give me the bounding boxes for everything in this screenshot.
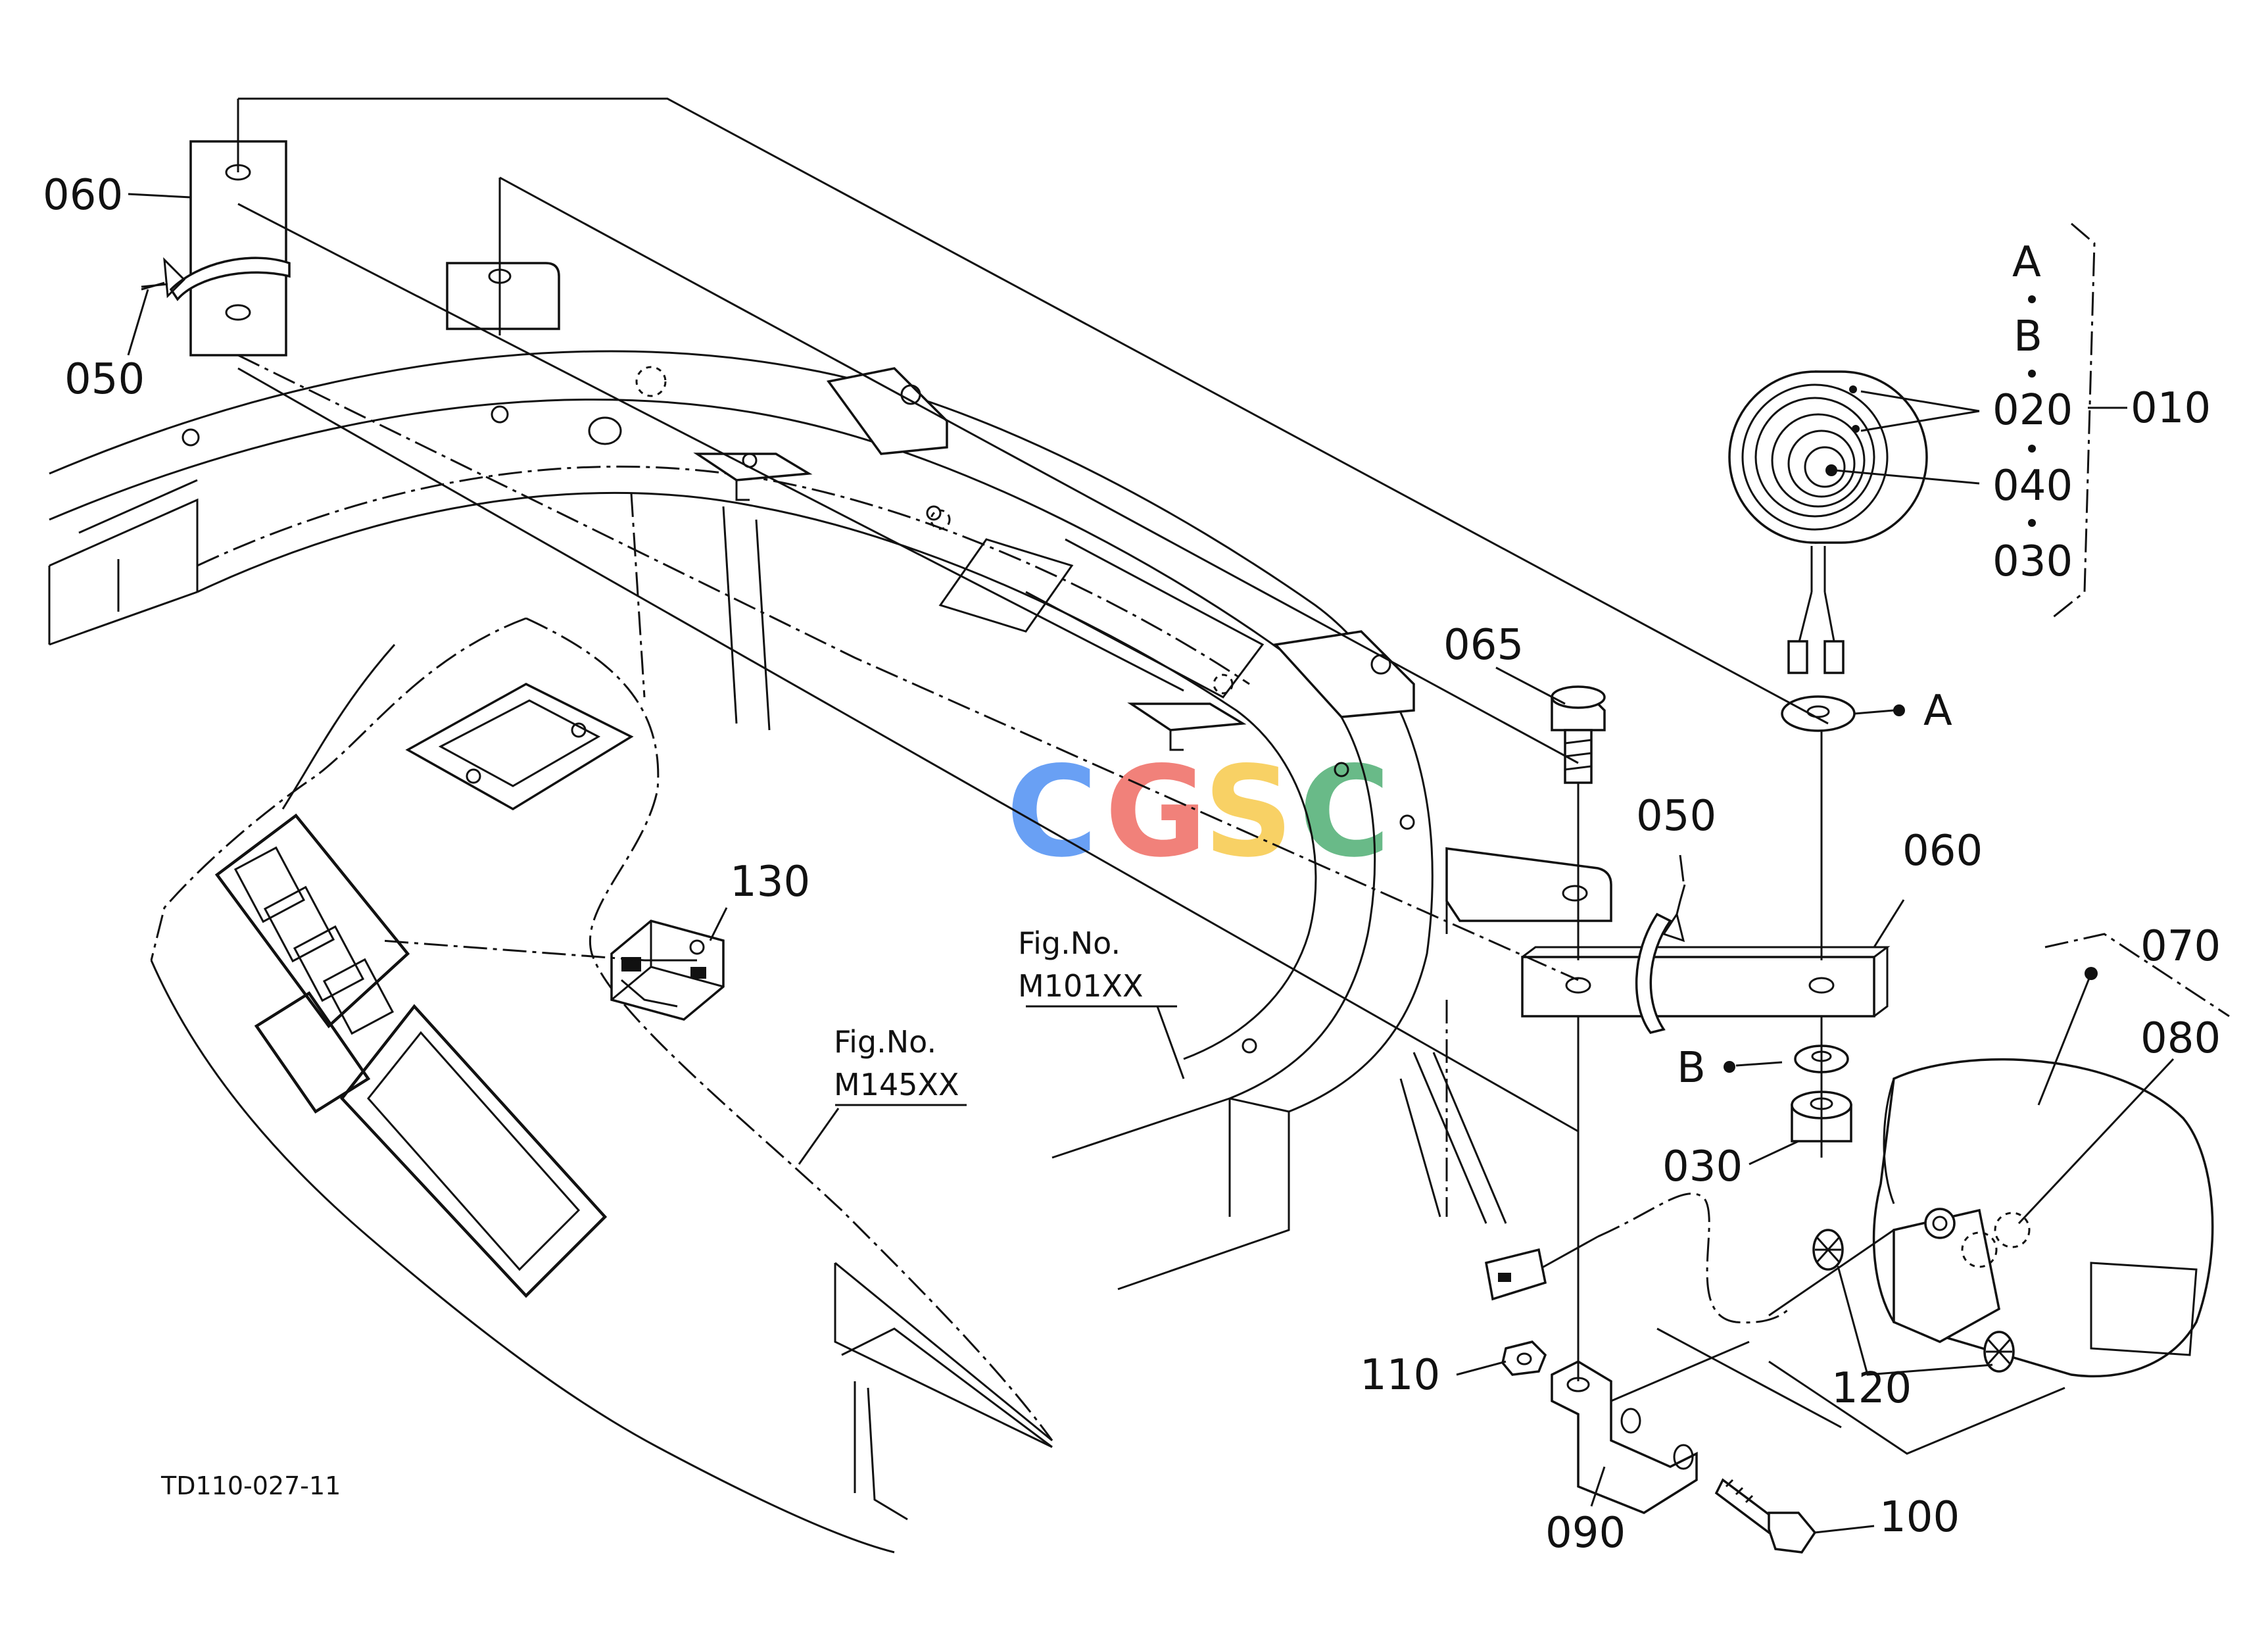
work-lamp-010 [1728, 370, 1928, 674]
label-010: 010 [2131, 384, 2211, 433]
nut-110 [1501, 1340, 1547, 1376]
bolt-065 [1551, 685, 1606, 784]
watermark-letter-4: C [1299, 739, 1390, 885]
bracket-060-top [141, 140, 291, 356]
label-040: 040 [1992, 462, 2073, 510]
label-070: 070 [2140, 922, 2221, 971]
label-050-top: 050 [64, 355, 145, 404]
label-060-top: 060 [43, 171, 123, 220]
fig-ref-2-number: M145XX [834, 1067, 959, 1102]
bolt-100 [1714, 1478, 1817, 1554]
fig-ref-1-label: Fig.No. [1018, 925, 1121, 961]
fig-ref-2-label: Fig.No. [834, 1024, 936, 1060]
switch-130 [610, 920, 725, 1021]
dashboard-panel [150, 617, 1053, 1554]
label-080: 080 [2140, 1014, 2221, 1063]
label-090: 090 [1545, 1509, 1626, 1558]
label-050-mid: 050 [1636, 792, 1716, 841]
label-130: 130 [730, 858, 810, 906]
group-letter-b: B [2014, 312, 2042, 361]
watermark-letter-1: C [1006, 739, 1098, 885]
wire-harness [1484, 1192, 1790, 1324]
label-110: 110 [1360, 1351, 1440, 1400]
label-120: 120 [1831, 1364, 1912, 1413]
marker-b: B [1677, 1044, 1706, 1093]
callout-labels: 060 050 065 050 060 130 020 040 030 010 … [43, 171, 2221, 1558]
watermark-logo: C G S C [1006, 739, 1390, 885]
watermark-letter-3: S [1203, 739, 1293, 885]
label-030-lower: 030 [1662, 1143, 1743, 1191]
lamp-housing-070 [1768, 1058, 2214, 1378]
fig-ref-1-number: M101XX [1018, 968, 1144, 1004]
label-030-group: 030 [1992, 537, 2073, 586]
leader-lines [127, 97, 2230, 1534]
bracket-090 [1551, 1340, 1750, 1514]
marker-a: A [1923, 687, 1952, 735]
bracket-060-mid [1521, 884, 1891, 1034]
drawing-code: TD110-027-11 [160, 1471, 341, 1500]
label-020: 020 [1992, 386, 2073, 435]
group-letter-a: A [2012, 238, 2041, 287]
label-100: 100 [1879, 1493, 1960, 1542]
label-060-mid: 060 [1902, 827, 1983, 875]
label-065: 065 [1443, 621, 1524, 670]
watermark-letter-2: G [1105, 739, 1207, 885]
cab-frame [48, 262, 1612, 1291]
washer-a [1781, 695, 1856, 732]
washers-120 [1812, 1229, 2015, 1373]
